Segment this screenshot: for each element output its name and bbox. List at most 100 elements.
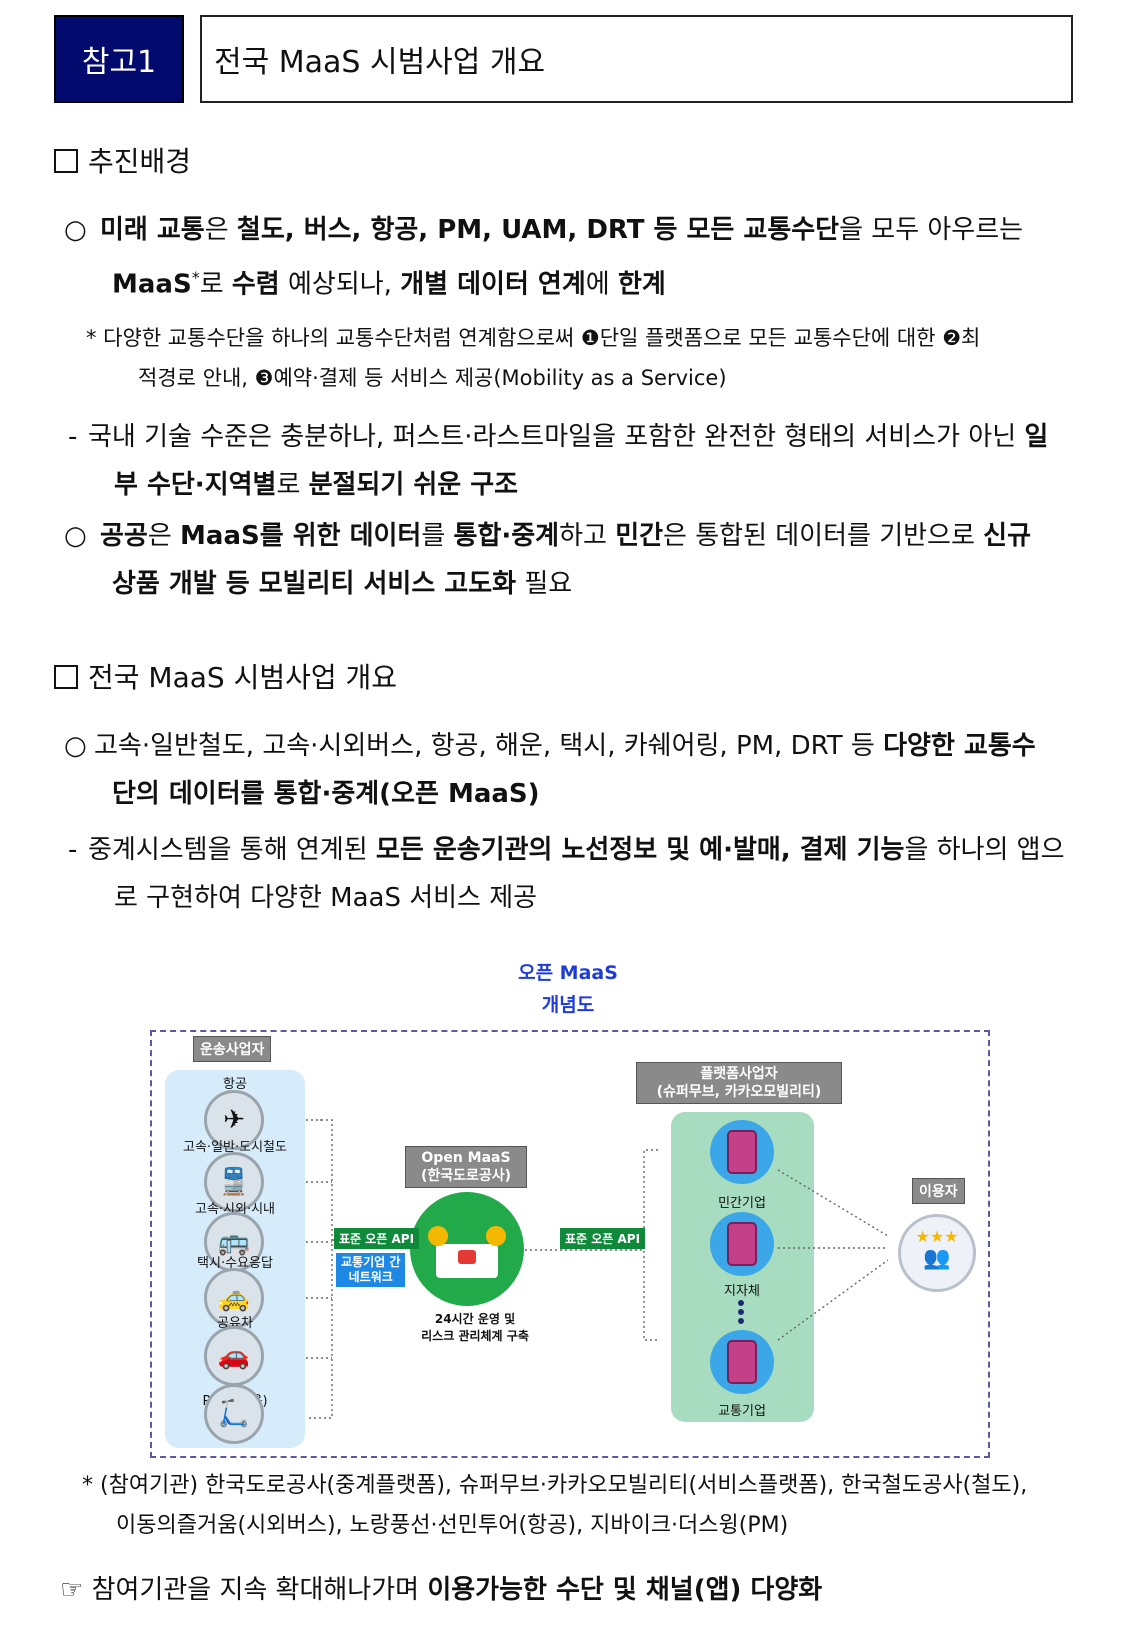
user-label: 이용자 xyxy=(912,1178,965,1204)
bullet-circle: ○ xyxy=(64,215,87,245)
platform-private: 민간기업 xyxy=(718,1196,766,1211)
text: 을 하나의 앱으 xyxy=(904,835,1065,865)
bold-text: 민간 xyxy=(615,521,664,551)
bold-text: MaaS xyxy=(112,269,192,300)
platform-label-line1: 플랫폼사업자 xyxy=(700,1066,778,1082)
text: 을 모두 아우르는 xyxy=(839,215,1024,245)
para-line: 단의 데이터를 통합·중계(오픈 MaaS) xyxy=(64,770,1074,818)
people-icon: 👥 xyxy=(923,1246,951,1271)
bold-text: 미래 교통 xyxy=(100,215,205,245)
note-line: 이동의즐거움(시외버스), 노랑풍선·선민투어(항공), 지바이크·더스윙(PM… xyxy=(116,1513,789,1538)
text: 로 xyxy=(199,269,232,300)
text: 은 xyxy=(147,521,181,551)
paragraph-public-private: ○ 공공은 MaaS를 위한 데이터를 통합·중계하고 민간은 통합된 데이터를… xyxy=(64,512,1074,608)
section-heading-background: 추진배경 xyxy=(54,140,191,180)
bold-text: 모든 운송기관의 노선정보 및 예·발매, 결제 기능 xyxy=(375,835,905,865)
text: 은 xyxy=(204,215,237,245)
para-line: 미래 교통은 철도, 버스, 항공, PM, UAM, DRT 등 모든 교통수… xyxy=(64,206,1074,254)
ops-text-line2: 리스크 관리체계 구축 xyxy=(421,1329,529,1343)
open-maas-label-line1: Open MaaS xyxy=(421,1150,511,1166)
para-line: MaaS*로 수렴 예상되나, 개별 데이터 연계에 한계 xyxy=(64,254,1074,309)
ops-text-line1: 24시간 운영 및 xyxy=(434,1312,516,1326)
note-line: * (참여기관) 한국도로공사(중계플랫폼), 슈퍼무브·카카오모빌리티(서비스… xyxy=(82,1473,1028,1498)
paragraph-domestic-tech: - 국내 기술 수준은 충분하나, 퍼스트·라스트마일을 포함한 완전한 형태의… xyxy=(68,413,1078,509)
bullet-dash: - xyxy=(68,835,78,865)
bold-text: 단의 데이터를 통합·중계(오픈 MaaS) xyxy=(112,779,540,809)
footnote-mark: * xyxy=(191,268,200,287)
stars-icon: ★★★ xyxy=(915,1227,959,1246)
para-line: 부 수단·지역별로 분절되기 쉬운 구조 xyxy=(68,461,1078,509)
diagram-subtitle: 개념도 xyxy=(541,994,595,1016)
car-icon: 🚗 xyxy=(204,1326,264,1386)
bullet-dash: - xyxy=(68,422,78,452)
text: 하고 xyxy=(559,521,616,551)
network-label-line2: 네트워크 xyxy=(348,1270,393,1284)
text: 로 구현하여 다양한 MaaS 서비스 제공 xyxy=(114,883,538,913)
bold-text: 개별 데이터 연계 xyxy=(400,269,586,300)
api-label-right: 표준 오픈 API xyxy=(560,1228,646,1249)
phone-icon xyxy=(710,1212,774,1276)
section-heading-text: 전국 MaaS 시범사업 개요 xyxy=(88,661,398,694)
scooter-icon: 🛴 xyxy=(204,1384,264,1444)
users-icon: ★★★ 👥 xyxy=(898,1214,976,1292)
network-label-line1: 교통기업 간 xyxy=(341,1255,401,1269)
page-title-text: 전국 MaaS 시범사업 개요 xyxy=(214,45,546,80)
text: 은 통합된 데이터를 기반으로 xyxy=(663,521,984,551)
airplane-icon: ✈ xyxy=(204,1090,264,1150)
text: 국내 기술 수준은 충분하나, 퍼스트·라스트마일을 포함한 완전한 형태의 서… xyxy=(88,422,1025,452)
phone-shape xyxy=(727,1340,757,1384)
network-label: 교통기업 간 네트워크 xyxy=(336,1253,406,1287)
user-node-icon xyxy=(486,1226,506,1246)
bold-text: 공공 xyxy=(100,521,148,551)
mode-label-taxi: 택시·수요응답 xyxy=(197,1256,273,1271)
para-line: 국내 기술 수준은 충분하나, 퍼스트·라스트마일을 포함한 완전한 형태의 서… xyxy=(68,413,1078,461)
bold-text: 통합·중계 xyxy=(453,521,560,551)
text: 고속·일반철도, 고속·시외버스, 항공, 해운, 택시, 카쉐어링, PM, … xyxy=(94,731,884,761)
bold-text: 일 xyxy=(1024,422,1049,452)
page-title: 전국 MaaS 시범사업 개요 xyxy=(200,15,1073,103)
bold-text: 분절되기 쉬운 구조 xyxy=(308,470,519,500)
para-line: 상품 개발 등 모빌리티 서비스 고도화 필요 xyxy=(64,560,1074,608)
play-icon xyxy=(458,1250,476,1264)
taxi-icon: 🚕 xyxy=(204,1268,264,1328)
bold-text: MaaS를 위한 데이터 xyxy=(180,521,422,551)
text: 중계시스템을 통해 연계된 xyxy=(88,835,376,865)
bold-text: 신규 xyxy=(983,521,1031,551)
bold-text: 한계 xyxy=(617,269,666,300)
bullet-circle: ○ xyxy=(64,521,87,551)
text: 참여기관을 지속 확대해나가며 xyxy=(91,1575,428,1605)
more-dots-icon xyxy=(738,1300,744,1324)
platform-transport-company: 교통기업 xyxy=(718,1404,766,1419)
transport-operators-label: 운송사업자 xyxy=(193,1036,272,1062)
text: 를 xyxy=(421,521,454,551)
note-line: 적경로 안내, ❸예약·결제 등 서비스 제공(Mobility as a Se… xyxy=(138,366,727,390)
text: 필요 xyxy=(516,569,573,599)
participants-note: * (참여기관) 한국도로공사(중계플랫폼), 슈퍼무브·카카오모빌리티(서비스… xyxy=(82,1466,1082,1546)
section-heading-text: 추진배경 xyxy=(88,145,192,178)
checkbox-square-icon xyxy=(54,149,78,173)
phone-shape xyxy=(727,1222,757,1266)
bold-text: 철도, 버스, 항공, PM, UAM, DRT 등 모든 교통수단 xyxy=(236,215,840,245)
bold-text: 수렴 xyxy=(231,269,280,300)
para-line: 공공은 MaaS를 위한 데이터를 통합·중계하고 민간은 통합된 데이터를 기… xyxy=(64,512,1074,560)
open-maas-label-line2: (한국도로공사) xyxy=(420,1168,512,1184)
phone-shape xyxy=(727,1130,757,1174)
bold-text: 이용가능한 수단 및 채널(앱) 다양화 xyxy=(427,1575,823,1605)
note-line: * 다양한 교통수단을 하나의 교통수단처럼 연계함으로써 ❶단일 플랫폼으로 … xyxy=(86,326,981,350)
pointing-hand-icon: ☞ xyxy=(60,1575,84,1605)
user-arrows xyxy=(777,1169,889,1341)
paragraph-data-integration: ○ 고속·일반철도, 고속·시외버스, 항공, 해운, 택시, 카쉐어링, PM… xyxy=(64,722,1074,818)
checkbox-square-icon xyxy=(54,665,78,689)
para-line: 고속·일반철도, 고속·시외버스, 항공, 해운, 택시, 카쉐어링, PM, … xyxy=(64,722,1074,770)
platform-label-line2: (슈퍼무브, 카카오모빌리티) xyxy=(656,1084,822,1100)
reference-tag-text: 참고1 xyxy=(81,45,157,80)
bullet-circle: ○ xyxy=(64,731,87,761)
text: 로 xyxy=(276,470,309,500)
mode-label-air: 항공 xyxy=(223,1077,247,1092)
platform-operators-label: 플랫폼사업자 (슈퍼무브, 카카오모빌리티) xyxy=(636,1062,842,1104)
open-maas-label: Open MaaS (한국도로공사) xyxy=(405,1146,527,1188)
paragraph-future-transport: ○ 미래 교통은 철도, 버스, 항공, PM, UAM, DRT 등 모든 교… xyxy=(64,206,1074,309)
connector-lines xyxy=(306,1119,658,1419)
mode-label-rail: 고속·일반·도시철도 xyxy=(183,1140,287,1155)
para-line: ☞ 참여기관을 지속 확대해나가며 이용가능한 수단 및 채널(앱) 다양화 xyxy=(60,1566,1070,1614)
